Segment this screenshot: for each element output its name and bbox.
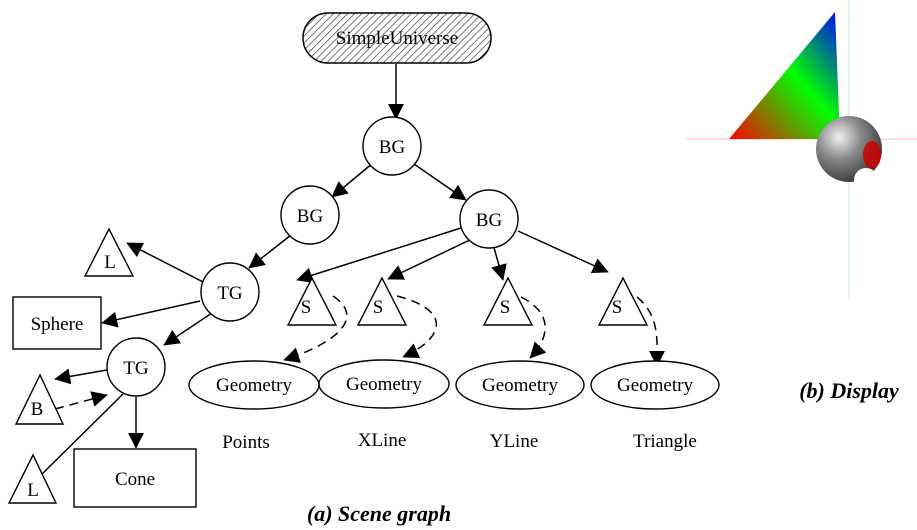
display-render [686, 0, 917, 298]
edge-s3-geometry-dashed [520, 296, 547, 359]
geometry-label-1: Geometry [216, 375, 292, 396]
edge-bg-bgright [413, 163, 467, 201]
shape-label-4: S [612, 297, 623, 318]
edge-bgright-s2 [387, 237, 475, 280]
edge-tg-tglower [163, 312, 213, 346]
sphere-node: Sphere [12, 296, 102, 350]
display-caption: (b) Display [799, 378, 899, 403]
dashed-edges [54, 295, 666, 410]
shape-node-2: S [356, 276, 408, 326]
edge-tglower-light [37, 393, 124, 479]
geometry-label-4: Geometry [617, 375, 693, 396]
tg-upper-node: TG [200, 262, 260, 322]
edge-bg-bgleft [331, 162, 374, 198]
bg-right-node: BG [459, 189, 519, 249]
edge-bgright-s3 [491, 243, 507, 281]
behavior-label: B [31, 399, 44, 420]
cone-node: Cone [73, 448, 197, 508]
edge-tglower-behavior [54, 368, 108, 385]
edge-behavior-tg-dashed [54, 391, 108, 410]
rendered-sphere [816, 116, 882, 192]
simple-universe-label: SimpleUniverse [336, 28, 458, 49]
sphere-label: Sphere [31, 314, 84, 335]
edge-tg-sphere [101, 300, 201, 328]
cone-label: Cone [115, 469, 155, 490]
geometry-node-4: Geometry [590, 360, 720, 410]
bg-root-label: BG [379, 137, 406, 158]
light-lower-label: L [27, 480, 39, 501]
bg-left-node: BG [280, 185, 340, 245]
light-upper-label: L [104, 252, 116, 273]
bg-left-label: BG [297, 206, 324, 227]
shape-label-1: S [301, 297, 312, 318]
edge-bgright-s4 [517, 230, 609, 273]
shape-label-3: S [500, 297, 511, 318]
nodes: SimpleUniverse BG BG BG TG TG [7, 12, 720, 508]
behavior-node: B [14, 373, 65, 425]
geometry-node-2: Geometry [318, 359, 450, 409]
caption-yline: YLine [490, 431, 539, 452]
light-upper-node: L [83, 227, 135, 277]
light-lower-node: L [7, 453, 58, 504]
edges [37, 64, 609, 479]
simple-universe-node: SimpleUniverse [302, 12, 492, 64]
edge-tg-light [126, 242, 206, 284]
caption-xline: XLine [358, 430, 407, 451]
rendered-triangle [729, 12, 840, 139]
geometry-label-3: Geometry [482, 375, 558, 396]
bg-root-node: BG [362, 116, 422, 176]
tg-lower-label: TG [123, 358, 149, 379]
geometry-captions: Points XLine YLine Triangle [222, 430, 697, 453]
edge-s2-geometry-dashed [396, 295, 438, 359]
geometry-node-1: Geometry [188, 360, 320, 410]
edge-s1-geometry-dashed [283, 295, 348, 363]
tg-upper-label: TG [217, 283, 243, 304]
tg-lower-node: TG [106, 337, 166, 397]
bg-right-label: BG [476, 210, 503, 231]
scene-graph-caption: (a) Scene graph [307, 501, 451, 526]
edge-bgright-s1 [296, 227, 462, 284]
shape-node-4: S [597, 276, 649, 326]
shape-label-2: S [373, 297, 384, 318]
caption-triangle: Triangle [633, 431, 697, 452]
geometry-node-3: Geometry [455, 360, 585, 410]
shape-node-3: S [482, 276, 534, 326]
shape-node-1: S [286, 276, 338, 326]
geometry-label-2: Geometry [346, 374, 422, 395]
caption-points: Points [222, 432, 270, 453]
edge-bgleft-tg [248, 234, 292, 269]
edge-s4-geometry-dashed [636, 296, 666, 367]
